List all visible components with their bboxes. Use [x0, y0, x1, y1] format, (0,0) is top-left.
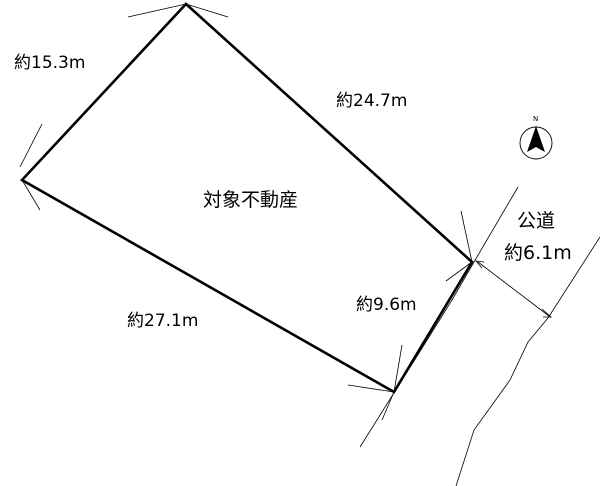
- side-length-south-west: 約27.1m: [127, 311, 199, 331]
- road-edge-west: [359, 186, 519, 448]
- north-arrow-icon: [519, 126, 553, 160]
- road-edges: [359, 186, 600, 486]
- road-edge-east: [455, 236, 600, 486]
- side-length-north-west: 約15.3m: [14, 53, 86, 73]
- road-width-label: 約6.1m: [504, 242, 572, 264]
- side-length-south-east: 約9.6m: [356, 295, 417, 315]
- side-length-north-east: 約24.7m: [336, 91, 408, 111]
- road-label: 公道: [517, 210, 556, 232]
- dimension-ticks: [19, 3, 473, 421]
- north-letter: N: [533, 115, 539, 123]
- road-width-dimension: [475, 260, 553, 318]
- property-label: 対象不動産: [203, 189, 299, 211]
